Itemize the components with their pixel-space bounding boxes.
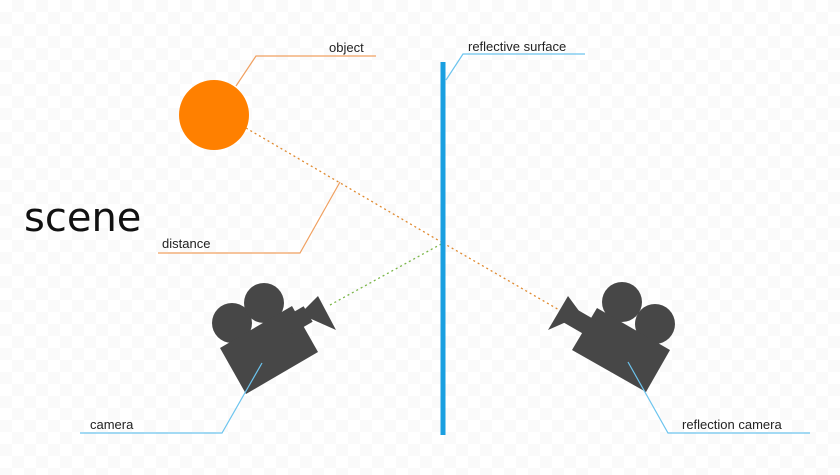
object-leader-line <box>235 55 376 87</box>
distance-label: distance <box>162 236 211 251</box>
distance-leader-line <box>158 181 341 254</box>
camera-label: camera <box>90 417 134 432</box>
reflection-camera-icon <box>548 282 675 392</box>
reflection-camera-leader-line <box>627 361 810 434</box>
camera-leader-line <box>80 362 263 434</box>
surface-leader-line <box>445 53 585 81</box>
reflection-camera-label: reflection camera <box>682 417 782 432</box>
object-label: object <box>329 40 364 55</box>
camera-ray <box>329 242 444 306</box>
reflected-ray <box>442 242 569 316</box>
reflective-surface-label: reflective surface <box>468 39 567 54</box>
object-sphere <box>179 80 249 150</box>
object-ray <box>245 127 444 244</box>
scene-title: scene <box>24 195 142 241</box>
camera-icon <box>212 283 336 394</box>
